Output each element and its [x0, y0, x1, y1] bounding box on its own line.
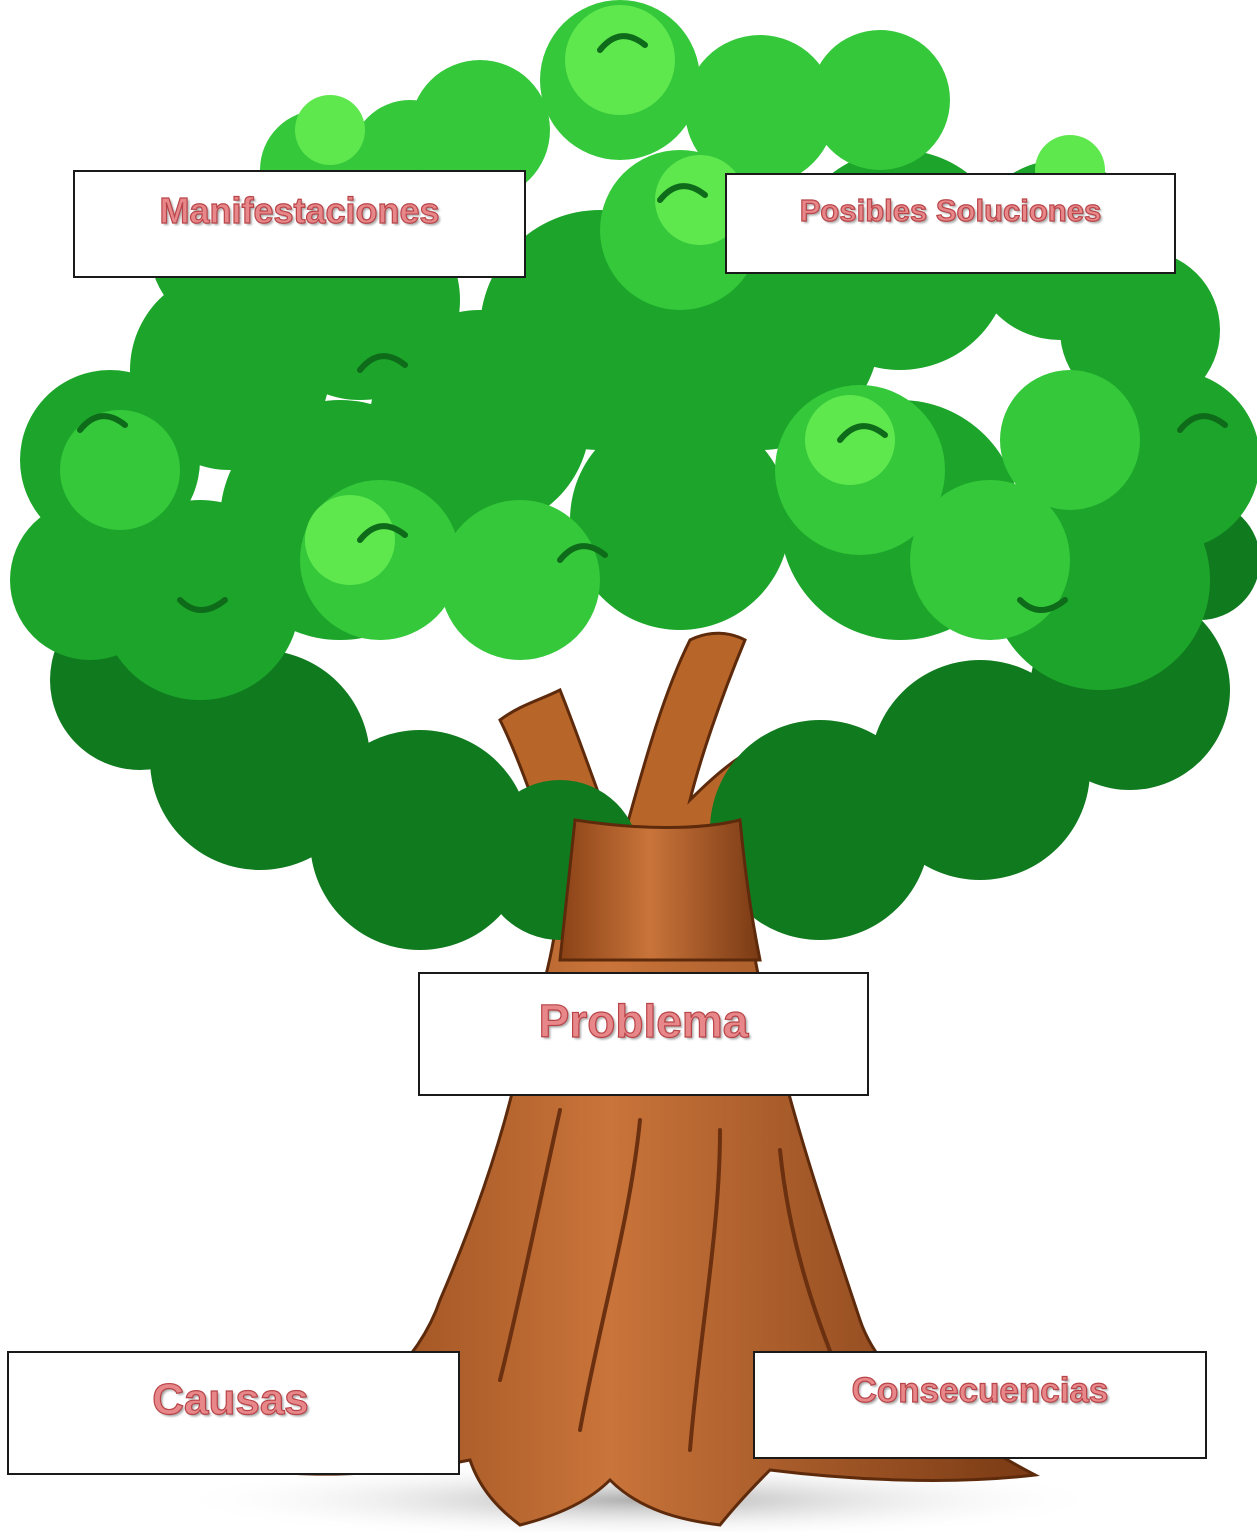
consecuencias-box: Consecuencias	[753, 1351, 1207, 1459]
tree-trunk-center	[558, 818, 762, 962]
causas-label: Causas	[152, 1374, 310, 1424]
posibles-soluciones-box: Posibles Soluciones	[725, 173, 1176, 274]
manifestaciones-box: Manifestaciones	[73, 170, 526, 278]
posibles-soluciones-label: Posibles Soluciones	[799, 192, 1102, 228]
consecuencias-label: Consecuencias	[851, 1370, 1109, 1410]
problema-label: Problema	[538, 994, 749, 1047]
manifestaciones-label: Manifestaciones	[159, 189, 440, 231]
tree-foliage	[10, 0, 1257, 950]
causas-box: Causas	[7, 1351, 460, 1475]
problema-box: Problema	[418, 972, 869, 1096]
